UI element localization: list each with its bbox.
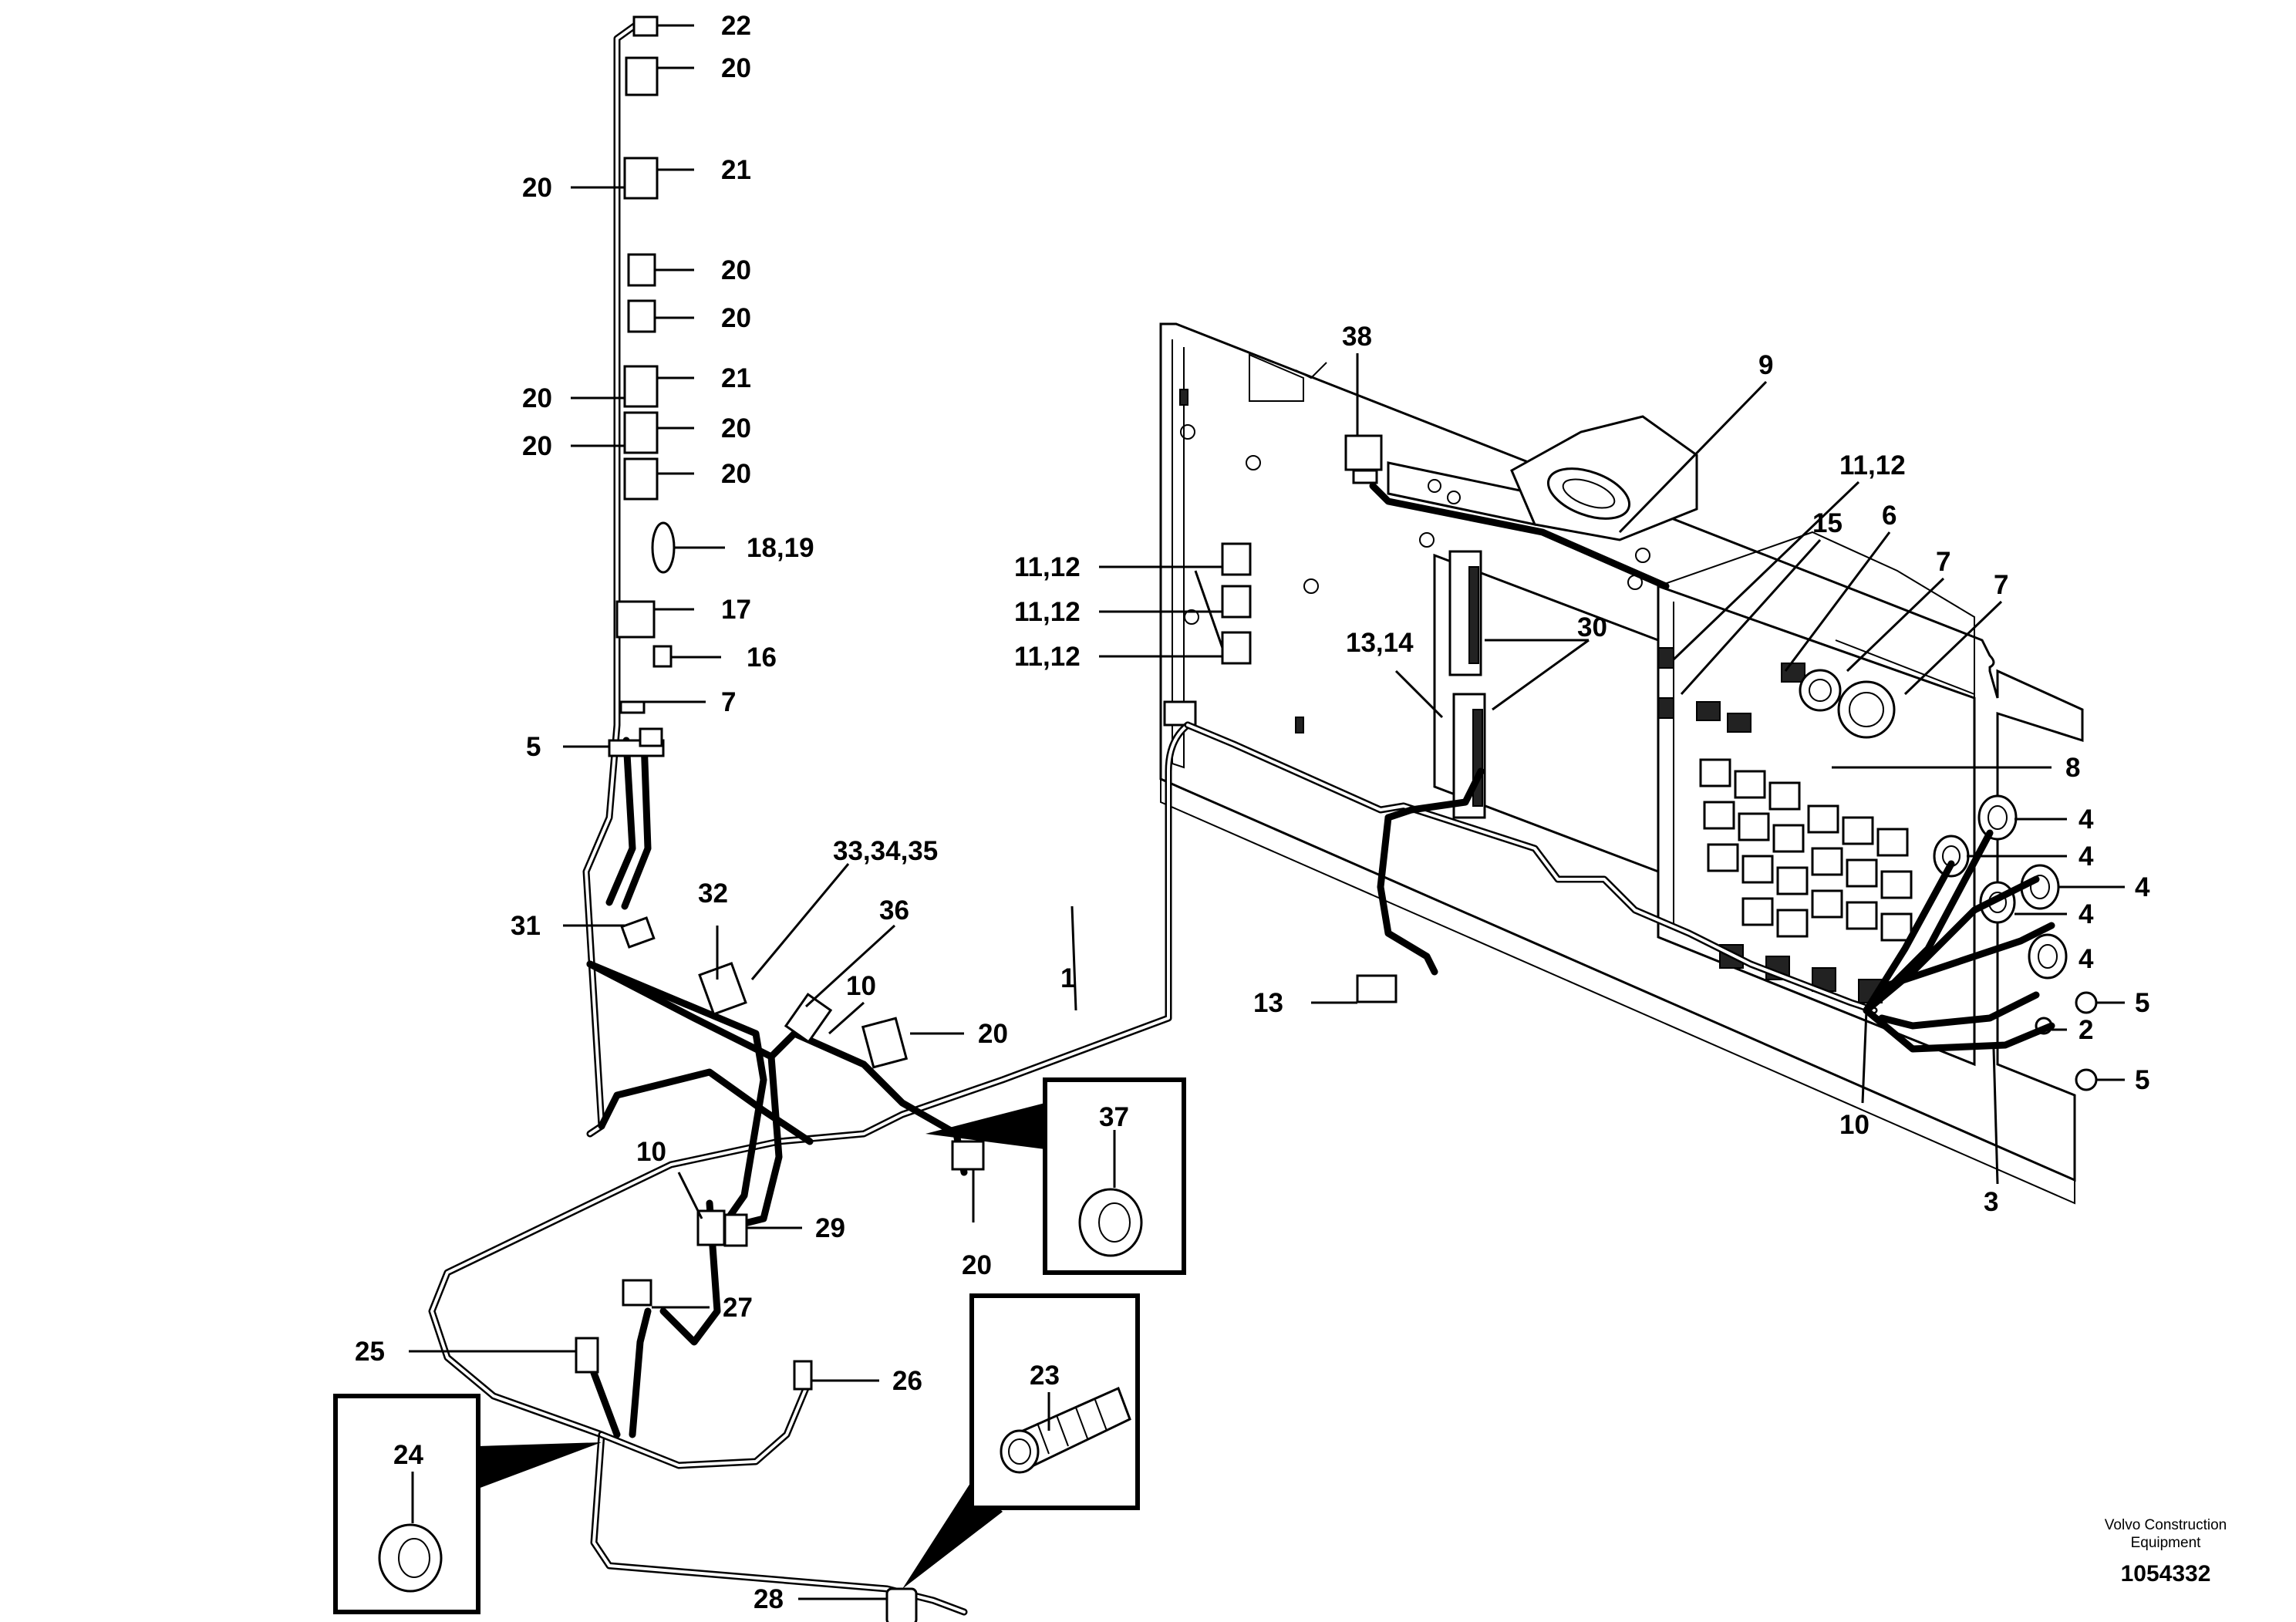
callout-28: 28 (754, 1584, 784, 1614)
callout-32: 32 (698, 878, 728, 909)
callout-20: 20 (721, 53, 751, 83)
callout-15: 15 (1812, 508, 1843, 538)
callout-7: 7 (1936, 547, 1950, 577)
callout-7: 7 (1994, 570, 2008, 600)
callout-24: 24 (393, 1440, 423, 1470)
callout-20: 20 (721, 255, 751, 285)
callout-2: 2 (2079, 1015, 2093, 1045)
callout-20: 20 (522, 383, 552, 413)
callout-31: 31 (511, 911, 541, 941)
callout-3: 3 (1984, 1187, 1998, 1217)
callout-20: 20 (721, 413, 751, 443)
callout-36: 36 (879, 895, 909, 926)
company-name-line2: Equipment (2131, 1535, 2202, 1551)
callout-11-12: 11,12 (1839, 450, 1906, 481)
callout-13-14: 13,14 (1346, 628, 1414, 658)
detail-frame-37 (925, 1077, 1186, 1275)
callout-11-12: 11,12 (1014, 597, 1081, 627)
callout-4: 4 (2135, 872, 2150, 902)
callout-1: 1 (1060, 963, 1075, 993)
callout-10: 10 (636, 1137, 666, 1167)
callout-4: 4 (2079, 841, 2094, 872)
callout-9: 9 (1758, 350, 1773, 380)
callout-6: 6 (1882, 501, 1896, 531)
callout-20: 20 (522, 173, 552, 203)
callout-33-34-35: 33,34,35 (833, 836, 938, 866)
detail-frame-23 (902, 1293, 1140, 1589)
connector-icon (575, 15, 1397, 1391)
callout-16: 16 (747, 642, 777, 673)
callout-10: 10 (846, 971, 876, 1001)
convoluted-tube-icon (1000, 1386, 1131, 1474)
callout-11-12: 11,12 (1014, 552, 1081, 582)
callout-37: 37 (1099, 1102, 1129, 1132)
callout-27: 27 (723, 1293, 753, 1323)
callout-23: 23 (1030, 1361, 1060, 1391)
document-number: 1054332 (2121, 1561, 2211, 1587)
callout-30: 30 (1577, 612, 1607, 642)
callout-22: 22 (721, 11, 751, 41)
callout-21: 21 (721, 363, 751, 393)
callout-21: 21 (721, 155, 751, 185)
callout-13: 13 (1253, 988, 1283, 1018)
grommet-icon (1933, 794, 2068, 980)
callout-20: 20 (962, 1250, 992, 1280)
callout-18-19: 18,19 (747, 533, 814, 563)
wiring-harness-lines (428, 21, 2055, 1616)
callout-20: 20 (721, 303, 751, 333)
callout-11-12: 11,12 (1014, 642, 1081, 672)
callout-5: 5 (526, 732, 541, 762)
callout-10: 10 (1839, 1110, 1870, 1140)
callout-labels: 22 20 21 20 20 20 21 20 20 20 20 18,19 1… (355, 11, 2150, 1614)
callout-5: 5 (2135, 1065, 2149, 1095)
callout-5: 5 (2135, 988, 2149, 1018)
callout-29: 29 (815, 1213, 845, 1243)
callout-4: 4 (2079, 944, 2094, 974)
callout-20: 20 (522, 431, 552, 461)
callout-25: 25 (355, 1337, 385, 1367)
callout-20: 20 (721, 459, 751, 489)
callout-4: 4 (2079, 804, 2094, 835)
callout-17: 17 (721, 595, 751, 625)
company-name-line1: Volvo Construction (2105, 1517, 2227, 1533)
caption-block: Volvo Construction Equipment 1054332 (2105, 1517, 2227, 1587)
callout-8: 8 (2065, 753, 2080, 783)
callout-26: 26 (892, 1366, 922, 1396)
leader-lines (409, 24, 2125, 1600)
electrical-distribution-panel (1159, 322, 2098, 1205)
detail-frame-24 (333, 1394, 602, 1614)
callout-20: 20 (978, 1019, 1008, 1049)
callout-38: 38 (1342, 322, 1372, 352)
callout-7: 7 (721, 687, 736, 717)
callout-4: 4 (2079, 899, 2094, 929)
